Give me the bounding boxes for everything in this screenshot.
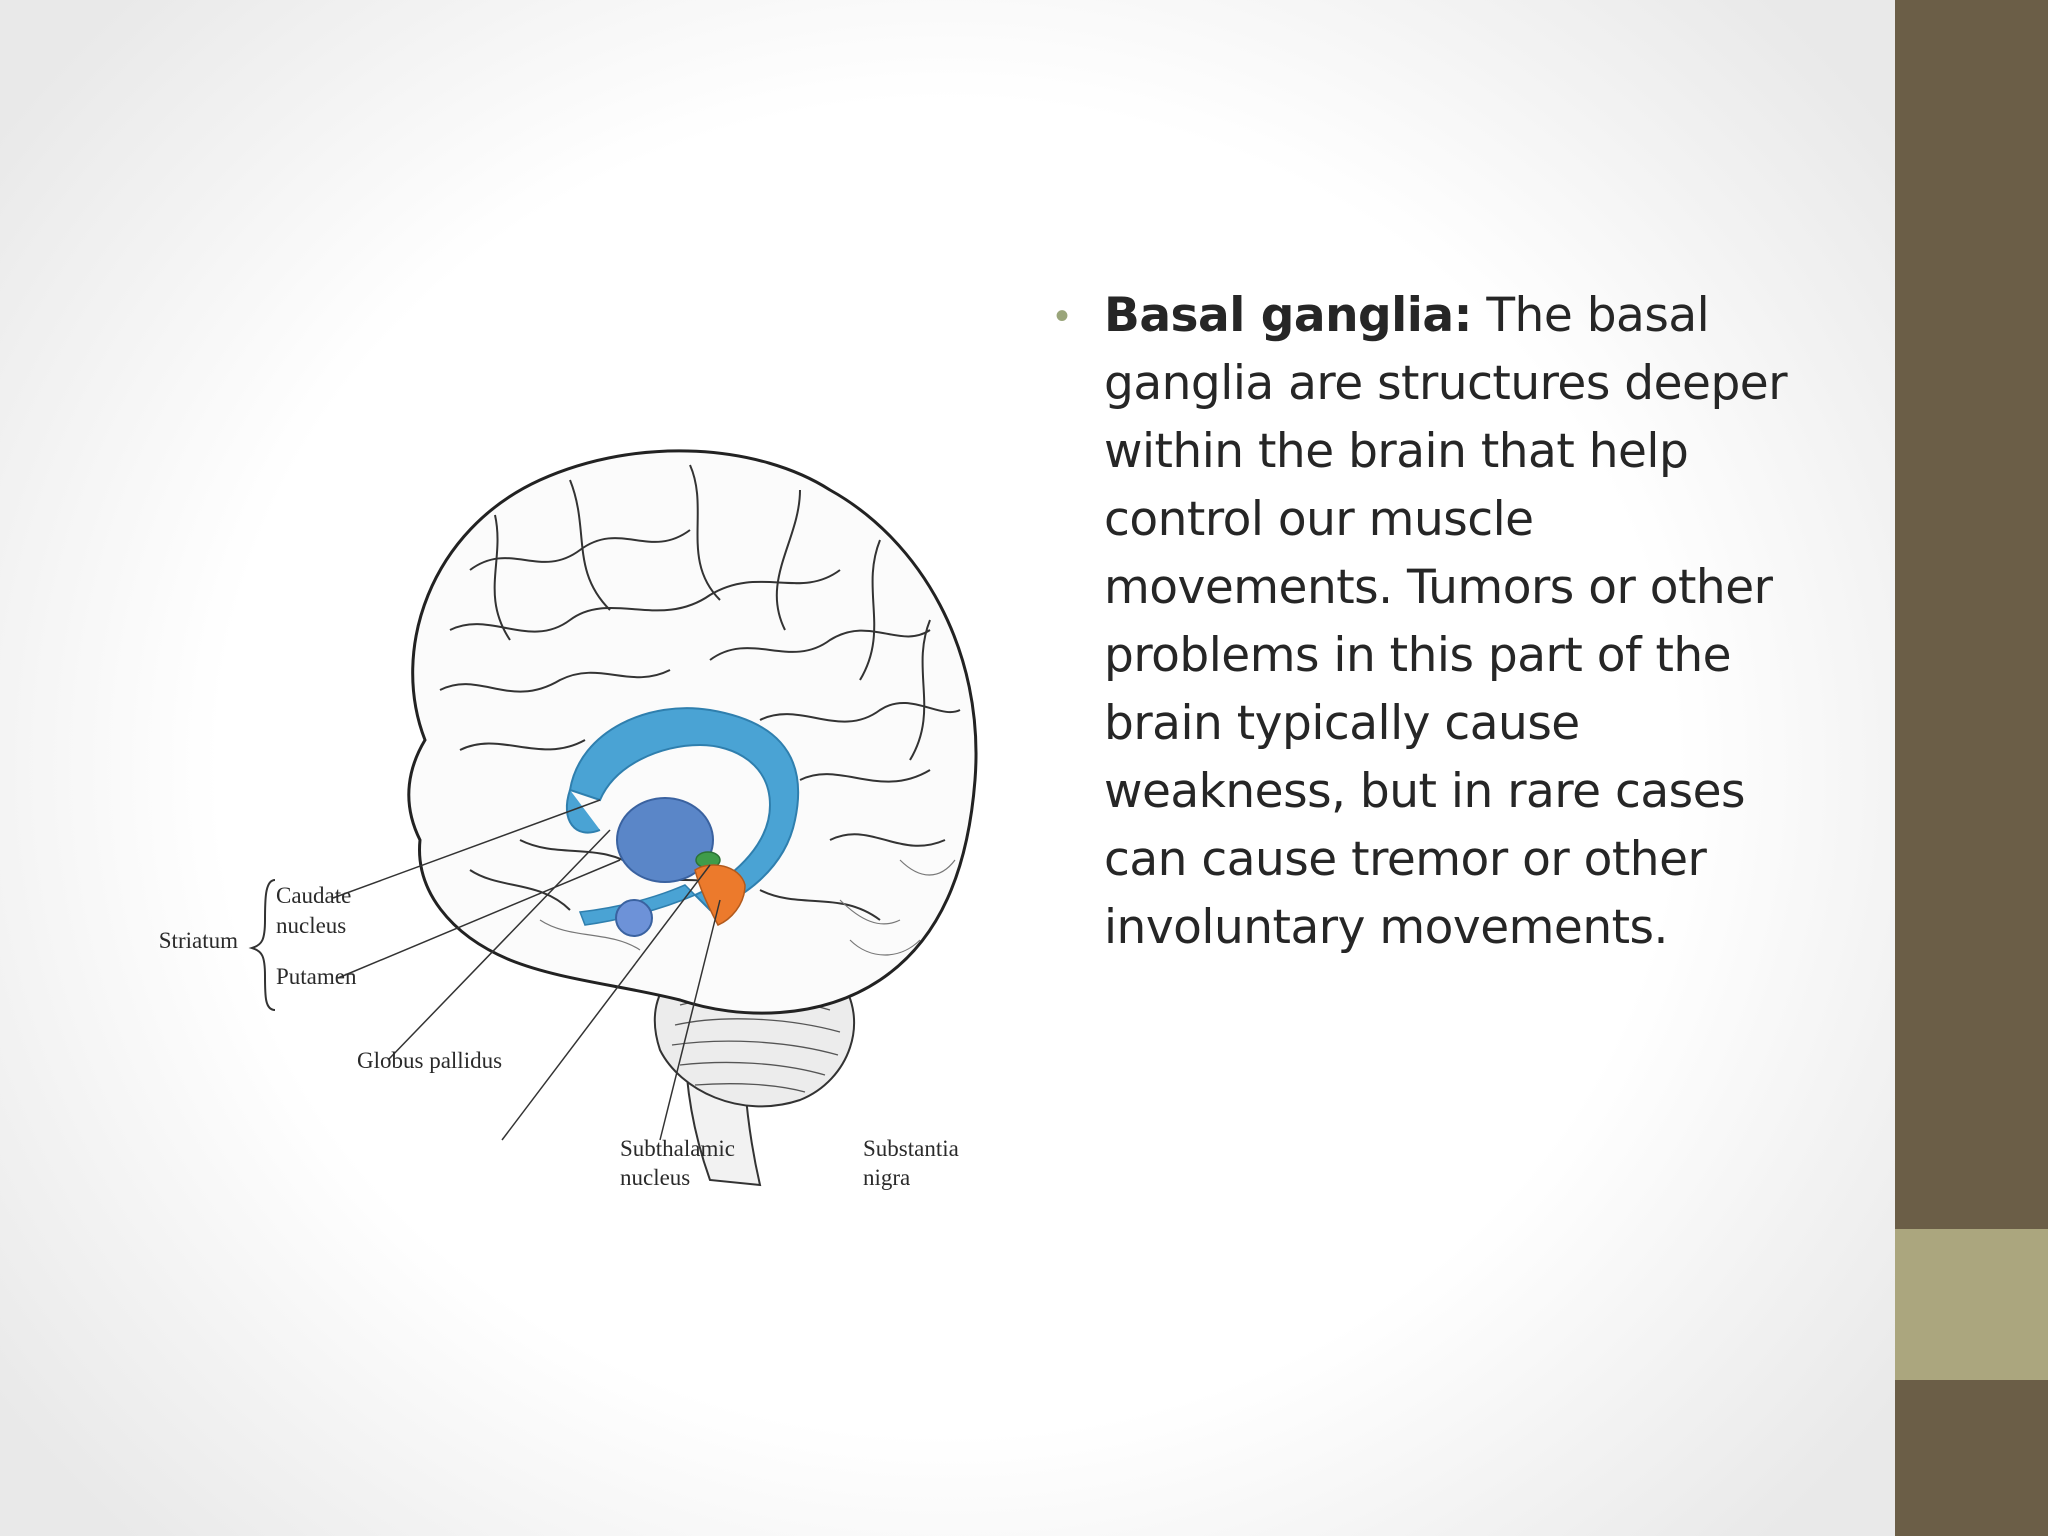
label-caudate-2: nucleus bbox=[276, 913, 346, 938]
label-subthalamic-1: Subthalamic bbox=[620, 1136, 735, 1161]
putamen bbox=[616, 797, 714, 883]
striatum-brace bbox=[248, 879, 276, 1011]
bullet-item: • Basal ganglia: The basal ganglia are s… bbox=[1052, 282, 1832, 962]
globus-pallidus bbox=[615, 899, 653, 937]
bullet-body: The basal ganglia are structures deeper … bbox=[1104, 288, 1788, 955]
brain-diagram: Striatum Caudate nucleus Putamen Globus … bbox=[159, 420, 1020, 1220]
substantia-nigra bbox=[694, 864, 746, 926]
bullet-term: Basal ganglia: bbox=[1104, 288, 1472, 343]
label-globus-pallidus: Globus pallidus bbox=[357, 1048, 502, 1073]
text-block: • Basal ganglia: The basal ganglia are s… bbox=[1052, 282, 1832, 962]
label-putamen: Putamen bbox=[276, 964, 357, 989]
label-substantia-2: nigra bbox=[863, 1165, 910, 1190]
label-striatum: Striatum bbox=[159, 928, 238, 953]
label-caudate-1: Caudate bbox=[276, 883, 351, 908]
side-accent bbox=[1895, 1229, 2048, 1380]
label-substantia-1: Substantia bbox=[863, 1136, 959, 1161]
label-subthalamic-2: nucleus bbox=[620, 1165, 690, 1190]
bullet-paragraph: Basal ganglia: The basal ganglia are str… bbox=[1104, 282, 1832, 962]
bullet-dot-icon: • bbox=[1055, 294, 1070, 338]
